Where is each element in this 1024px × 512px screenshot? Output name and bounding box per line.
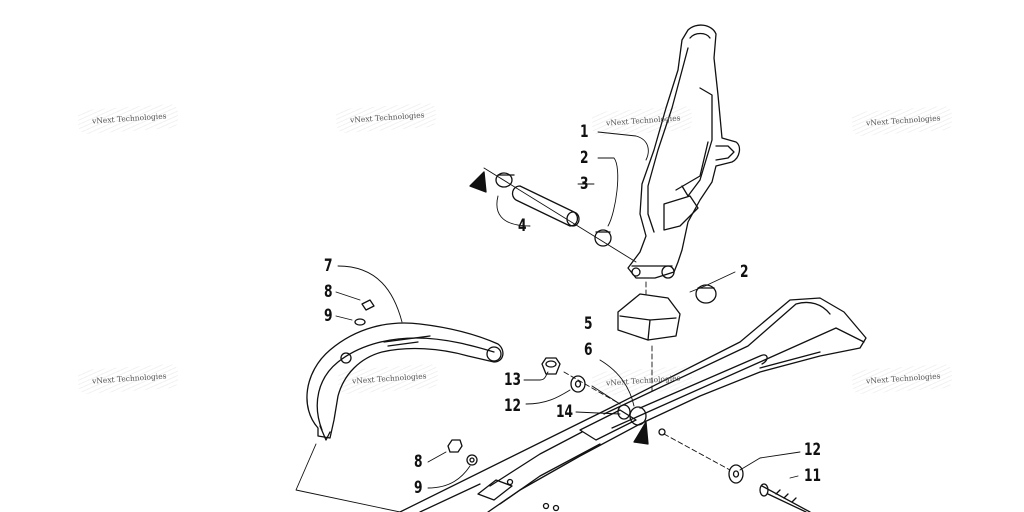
callout-label: 13 [504, 370, 522, 390]
callout-label: 11 [804, 466, 822, 486]
direction-arrow-lower [633, 421, 649, 445]
callout-label: 7 [324, 256, 333, 276]
sleeve-3 [511, 185, 580, 227]
watermark-text: vNext Technologies [91, 111, 167, 126]
ski-handle-7 [306, 322, 504, 441]
leader-5 [645, 281, 653, 393]
callout-label: 9 [414, 478, 423, 498]
spindle-part [627, 24, 741, 279]
washer-12-left [570, 375, 586, 393]
watermark-text: vNext Technologies [865, 113, 941, 128]
washer-9-lower [466, 454, 478, 466]
locknut-8-lower [447, 439, 463, 453]
callout-label: 8 [324, 282, 333, 302]
callout-label: 1 [580, 122, 589, 142]
callout-label: 4 [518, 216, 527, 236]
callout-label: 8 [414, 452, 423, 472]
watermark-text: vNext Technologies [605, 373, 681, 388]
callout-label: 3 [580, 174, 589, 194]
callout-label: 12 [804, 440, 822, 460]
callout-label: 12 [504, 396, 522, 416]
callout-label: 2 [740, 262, 749, 282]
watermark-text: vNext Technologies [865, 371, 941, 386]
saddle-block-5 [617, 293, 681, 341]
callout-label: 9 [324, 306, 333, 326]
pin-8-upper [361, 299, 375, 311]
leader-lines-top [483, 131, 736, 293]
washer-12-right [728, 464, 744, 484]
ski-mounting-holes [506, 404, 666, 512]
locknut-13 [541, 357, 561, 375]
ski-body [399, 297, 867, 512]
direction-arrow-upper [469, 171, 487, 193]
washer-9-upper [354, 318, 366, 326]
callout-label: 5 [584, 314, 593, 334]
watermark-text: vNext Technologies [351, 371, 427, 386]
callout-label: 2 [580, 148, 589, 168]
bolt-11 [759, 483, 811, 512]
callout-label: 14 [556, 402, 574, 422]
leader-lines-left [295, 265, 471, 512]
bushing-2-upper [594, 229, 612, 247]
bushing-4 [495, 172, 515, 188]
watermark-text: vNext Technologies [605, 113, 681, 128]
watermark-text: vNext Technologies [349, 110, 425, 125]
callout-label: 6 [584, 340, 593, 360]
watermark-text: vNext Technologies [91, 371, 167, 386]
bushing-2-right [695, 284, 717, 304]
